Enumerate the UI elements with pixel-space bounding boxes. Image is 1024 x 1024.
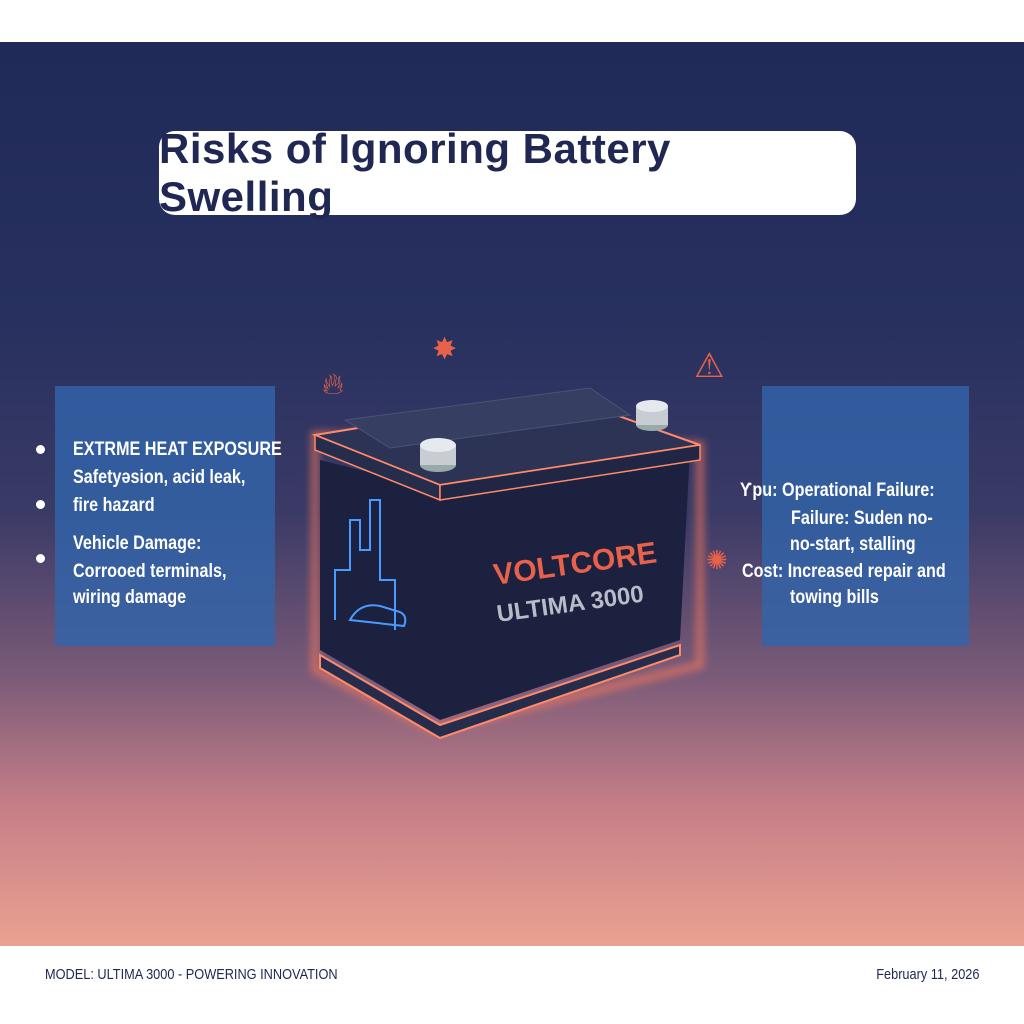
footer-date: February 11, 2026 — [875, 966, 979, 983]
warning-icon: ⚠ — [694, 347, 725, 385]
terminal-positive — [636, 400, 668, 431]
bullet — [36, 554, 45, 563]
left-line: fire hazard — [73, 495, 155, 516]
right-line: Ƴpu: Operational Failure: — [740, 480, 935, 501]
footer-model: MODEL: ULTIMA 3000 - POWERING INNOVATION — [45, 966, 338, 983]
page-title: Risks of Ignoring Battery Swelling — [159, 125, 856, 220]
bullet — [36, 445, 45, 454]
bullet — [36, 500, 45, 509]
right-line: Failure: Suden no- — [791, 508, 933, 529]
explosion-icon: ✸ — [432, 333, 458, 366]
right-line: no-start, stalling — [790, 534, 916, 555]
right-risk-panel — [762, 386, 969, 646]
terminal-negative — [420, 438, 456, 472]
battery-body — [320, 450, 690, 720]
right-line: towing bills — [790, 587, 879, 608]
left-line: Corrooed terminals, — [73, 561, 227, 582]
right-line: Cost: Increased repair and — [742, 561, 946, 582]
left-risk-panel — [55, 386, 275, 646]
left-line: Safetyəsion, acid leak, — [73, 467, 246, 488]
left-line: Vehicle Damage: — [73, 533, 202, 554]
city-car-graphic — [334, 499, 407, 630]
fire-icon: 🔥︎ — [322, 368, 345, 401]
battery-illustration: VOLTCORE ULTIMA 3000 — [311, 387, 704, 740]
top-band — [0, 0, 1024, 42]
left-line: EXTRME HEAT EXPOSURE — [73, 439, 282, 460]
footer — [0, 946, 1024, 1024]
spark-icon: ✺ — [706, 545, 728, 575]
left-line: wiring damage — [73, 587, 187, 608]
